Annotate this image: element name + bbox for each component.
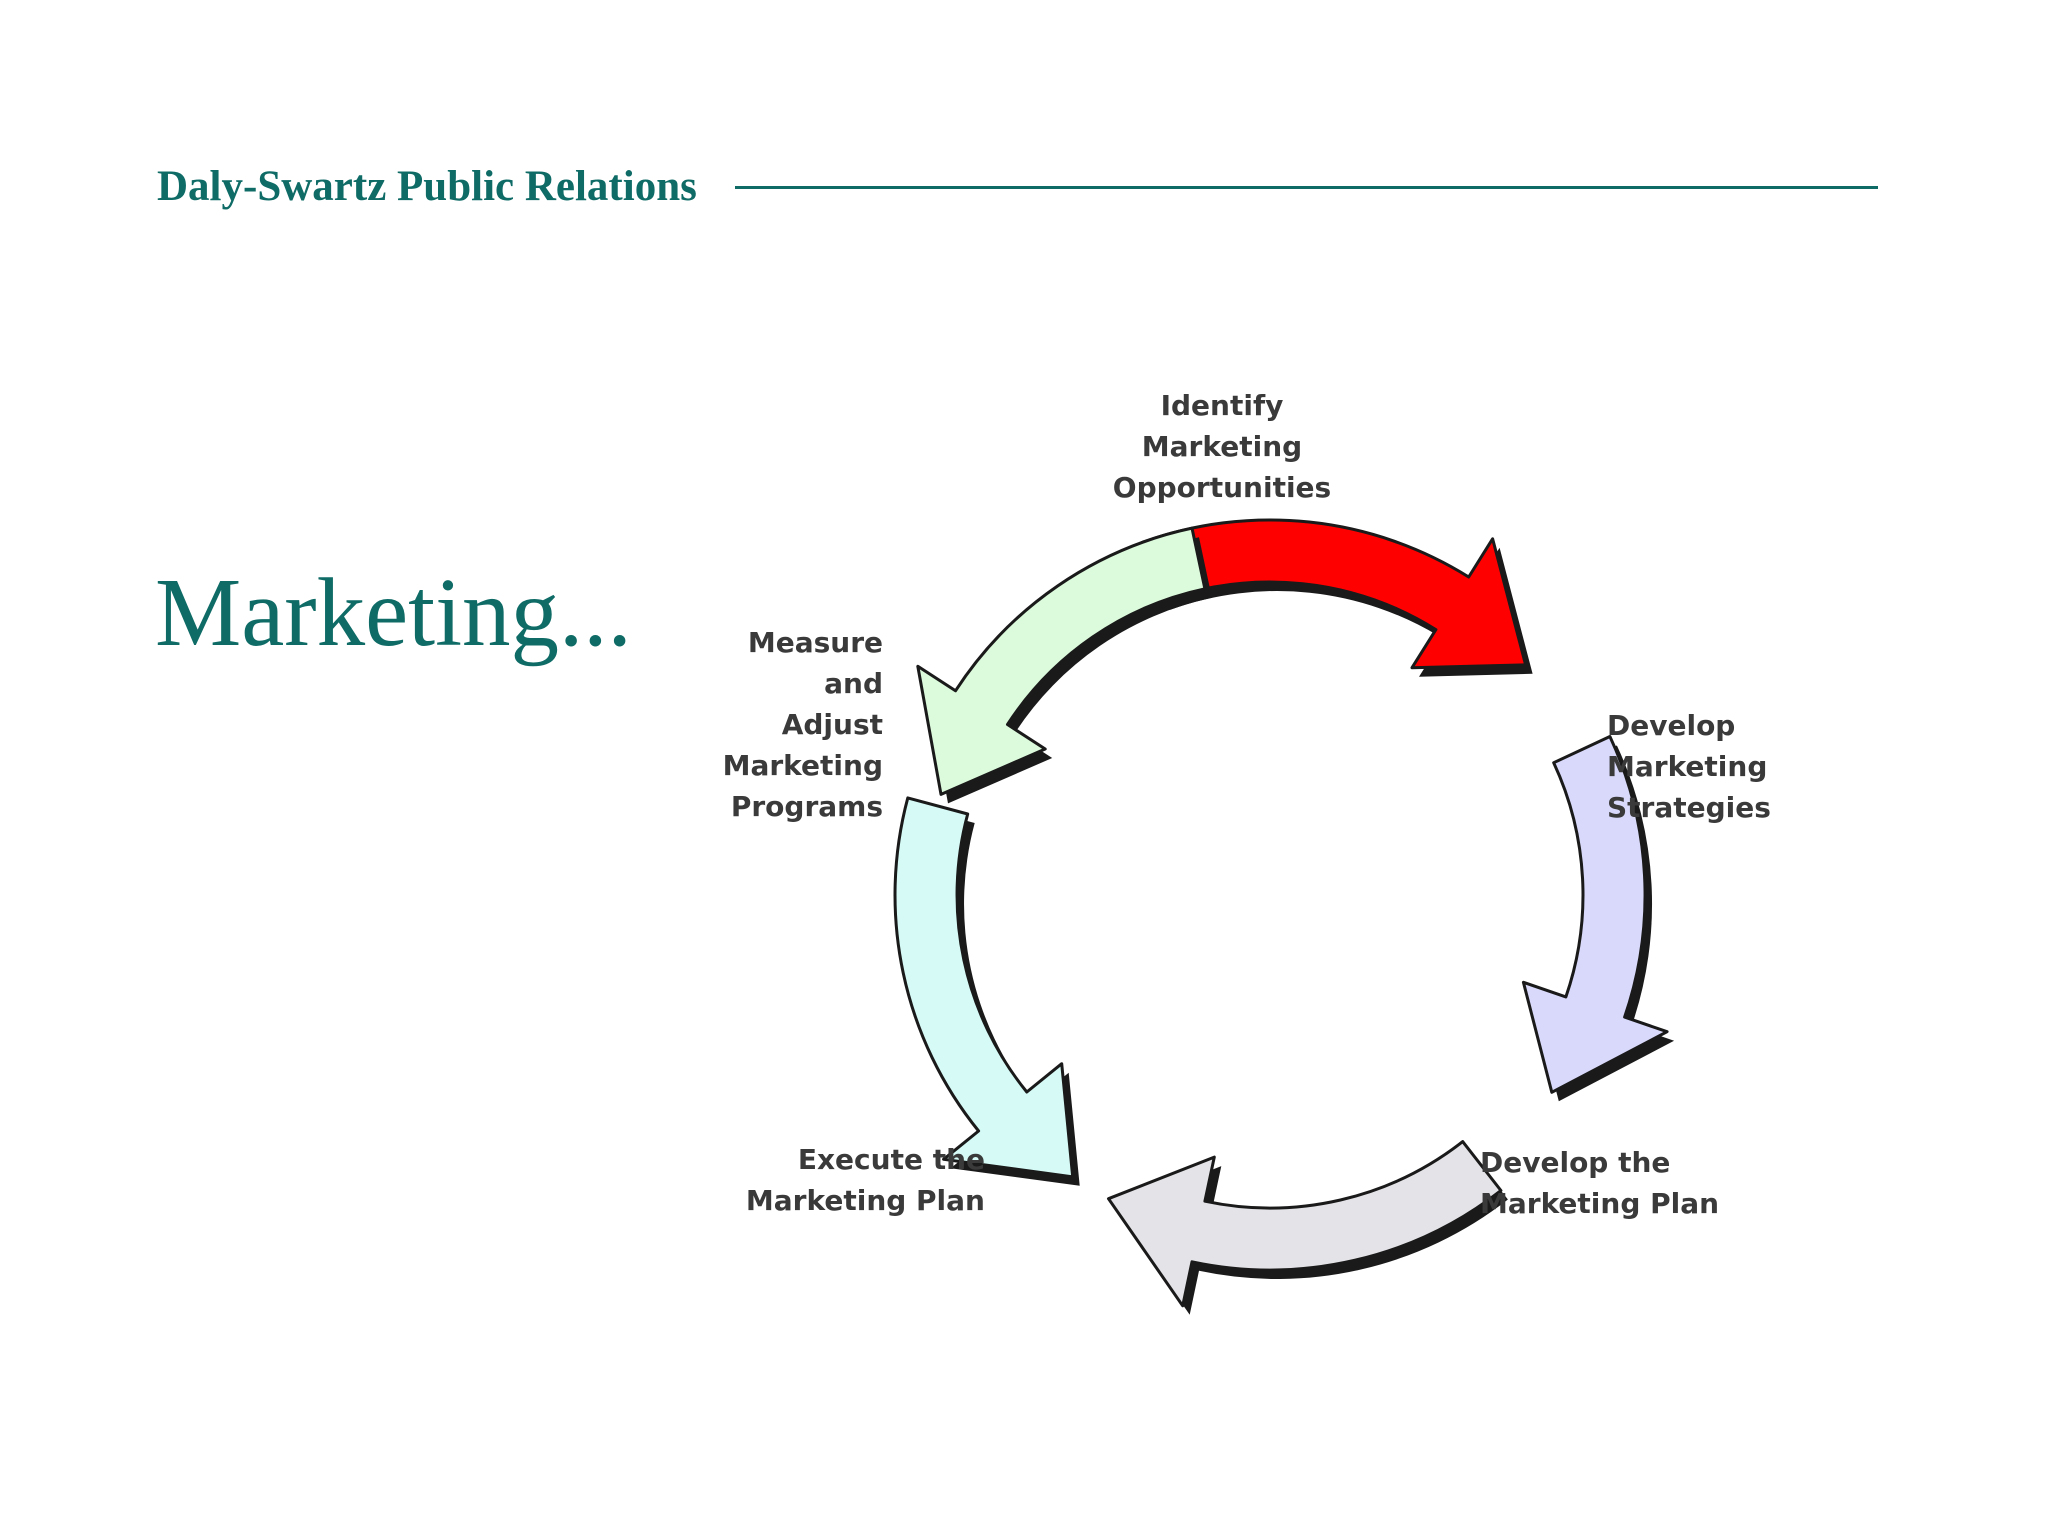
identify-arrow xyxy=(1140,518,1533,677)
strategies-arrow xyxy=(1521,735,1675,1102)
plan-arrow xyxy=(1107,1140,1508,1315)
plan-arrow-body xyxy=(1107,1140,1503,1308)
label-develop-plan-line: Marketing Plan xyxy=(1480,1187,1719,1220)
label-measure-adjust-line: Measure xyxy=(748,626,883,659)
measure-arrow xyxy=(916,526,1212,804)
label-develop-strategies-line: Strategies xyxy=(1607,791,1771,824)
label-develop-plan-line: Develop the xyxy=(1480,1146,1670,1179)
label-develop-strategies-line: Develop xyxy=(1607,709,1735,742)
header-divider xyxy=(735,186,1878,189)
label-measure-adjust-line: Adjust xyxy=(782,708,883,741)
execute-arrow xyxy=(893,796,1080,1186)
identify-arrow-body xyxy=(1140,518,1528,670)
label-measure-adjust-line: and xyxy=(824,667,883,700)
label-identify-opportunities-line: Marketing xyxy=(1142,430,1302,463)
label-identify-opportunities-line: Opportunities xyxy=(1113,471,1331,504)
company-name-header: Daly-Swartz Public Relations xyxy=(157,163,697,210)
label-measure-adjust-line: Marketing xyxy=(723,749,883,782)
label-measure-adjust-line: Programs xyxy=(731,790,883,823)
label-execute-plan-line: Marketing Plan xyxy=(746,1184,985,1217)
execute-arrow-body xyxy=(893,796,1075,1179)
measure-arrow-body xyxy=(916,526,1207,796)
label-develop-strategies-line: Marketing xyxy=(1607,750,1767,783)
slide-title: Marketing... xyxy=(155,559,632,666)
strategies-arrow-body xyxy=(1521,735,1669,1094)
label-execute-plan-line: Execute the xyxy=(798,1143,985,1176)
label-identify-opportunities-line: Identify xyxy=(1161,389,1284,422)
